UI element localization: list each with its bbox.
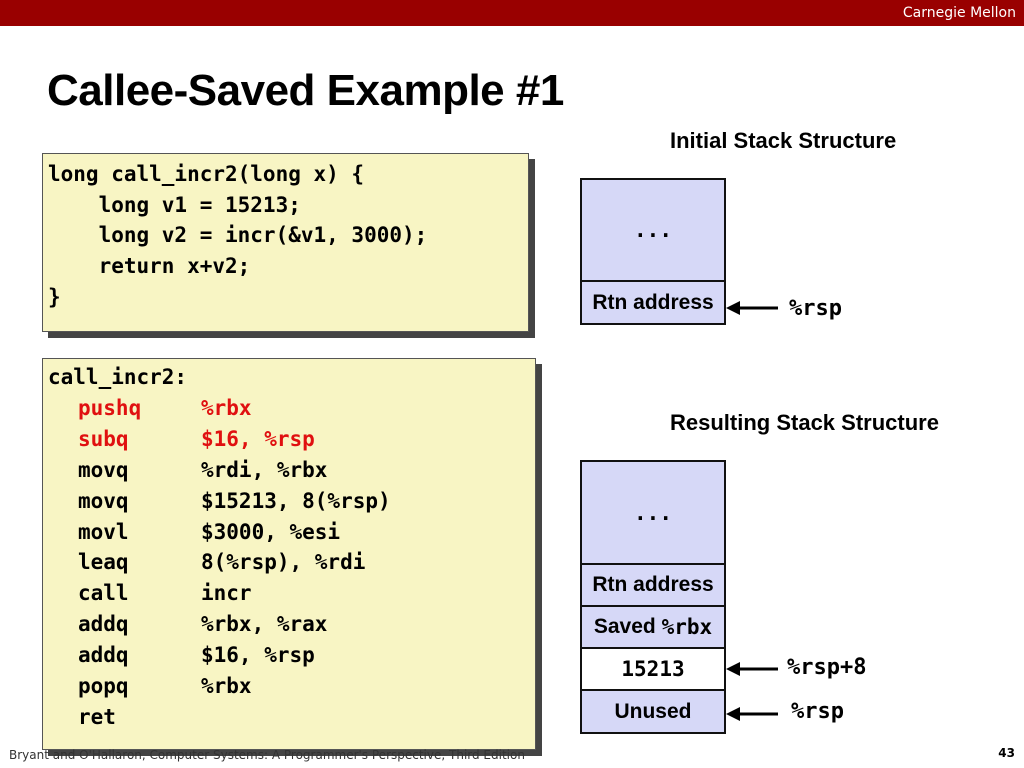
initial-stack-ellipsis: ... <box>580 178 726 282</box>
result-stack-ellipsis: ... <box>580 460 726 565</box>
asm-opcode: addq <box>78 612 129 637</box>
asm-opcode: popq <box>78 674 129 698</box>
asm-operands: incr <box>201 581 252 606</box>
asm-opcode: subq <box>78 426 129 451</box>
initial-rsp-arrow-icon <box>726 301 778 315</box>
rsp8-label: %rsp+8 <box>787 655 867 680</box>
result-stack-saved-rbx: Saved %rbx <box>580 605 726 649</box>
asm-opcode: ret <box>78 704 116 729</box>
slide-title: Callee-Saved Example #1 <box>47 66 564 115</box>
c-code-text: long call_incr2(long x) { long v1 = 1521… <box>48 159 427 313</box>
rsp8-arrow-icon <box>726 662 778 676</box>
asm-operands: %rbx, %rax <box>201 612 328 637</box>
result-stack-rtn-address: Rtn address <box>580 563 726 607</box>
saved-reg: %rbx <box>661 615 713 639</box>
asm-operands: %rdi, %rbx <box>201 457 328 482</box>
asm-opcode: call <box>78 581 129 606</box>
asm-opcode: movq <box>78 488 129 513</box>
page-number: 43 <box>998 746 1015 760</box>
footer-citation: Bryant and O'Hallaron, Computer Systems:… <box>9 748 525 762</box>
initial-rsp-label: %rsp <box>789 296 842 321</box>
result-rsp-label: %rsp <box>791 699 844 724</box>
header-bar: Carnegie Mellon <box>0 0 1024 26</box>
initial-stack-rtn-address: Rtn address <box>580 280 726 325</box>
asm-operands: %rbx <box>201 395 252 420</box>
c-code-line: long v2 = incr(&v1, 3000); <box>48 223 428 248</box>
asm-operands: $3000, %esi <box>201 519 341 544</box>
c-code-box: long call_incr2(long x) { long v1 = 1521… <box>42 153 529 332</box>
asm-operands: $16, %rsp <box>201 643 315 668</box>
brand-label: Carnegie Mellon <box>902 5 1016 21</box>
asm-opcode: pushq <box>78 395 142 420</box>
result-stack-value: 15213 <box>580 647 726 691</box>
asm-label: call_incr2: <box>48 365 188 389</box>
asm-operands: %rbx <box>201 674 252 698</box>
asm-opcode: movl <box>78 519 129 544</box>
result-rsp-arrow-icon <box>726 707 778 721</box>
result-stack-title: Resulting Stack Structure <box>670 410 939 435</box>
result-stack-unused: Unused <box>580 689 726 734</box>
assembly-code-box: call_incr2: pushq %rbx subq $16, %rsp movq %r… <box>42 358 536 750</box>
c-code-line: long call_incr2(long x) { <box>48 162 365 186</box>
asm-operands: $16, %rsp <box>201 426 315 451</box>
asm-operands: 8(%rsp), %rdi <box>201 550 366 575</box>
initial-stack-title: Initial Stack Structure <box>670 128 897 153</box>
asm-opcode: addq <box>78 643 129 668</box>
saved-prefix: Saved <box>593 615 656 638</box>
c-code-line: long v1 = 15213; <box>48 192 301 217</box>
asm-operands: $15213, 8(%rsp) <box>201 488 391 513</box>
c-code-line: } <box>48 284 61 309</box>
c-code-line: return x+v2; <box>48 254 251 279</box>
asm-opcode: movq <box>78 457 129 482</box>
asm-opcode: leaq <box>78 550 129 575</box>
